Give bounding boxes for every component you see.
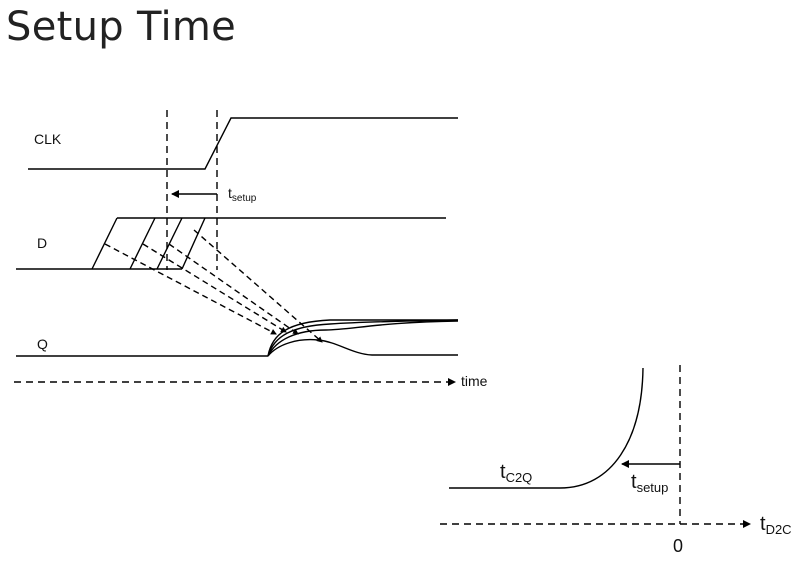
c2q-curve xyxy=(449,367,644,489)
q-response-medium xyxy=(267,319,459,357)
d-label: D xyxy=(37,235,47,251)
zero-label: 0 xyxy=(673,536,683,556)
q-response-slow xyxy=(267,320,459,357)
setup-time-label: tsetup xyxy=(228,185,257,204)
c2q-label: tC2Q xyxy=(500,461,532,485)
q-response-failing xyxy=(267,338,458,357)
d-transition-2 xyxy=(129,217,156,270)
d-to-q-arrow-1 xyxy=(104,243,277,335)
time-axis-label: time xyxy=(461,373,488,389)
d-transition-1 xyxy=(91,217,118,270)
page-title: Setup Time xyxy=(6,4,237,50)
clk-label: CLK xyxy=(34,131,62,147)
q-response-fast xyxy=(267,319,458,357)
q-label: Q xyxy=(37,336,48,352)
d-to-q-arrow-2 xyxy=(142,243,287,333)
clk-waveform xyxy=(28,117,458,170)
d-transition-4 xyxy=(181,217,206,270)
timing-diagram xyxy=(14,110,459,386)
c2q-curve-plot xyxy=(440,365,751,528)
d2c-axis-label: tD2C xyxy=(760,513,792,537)
d-to-q-arrow-3 xyxy=(168,243,299,335)
curve-setup-label: tsetup xyxy=(631,471,668,495)
